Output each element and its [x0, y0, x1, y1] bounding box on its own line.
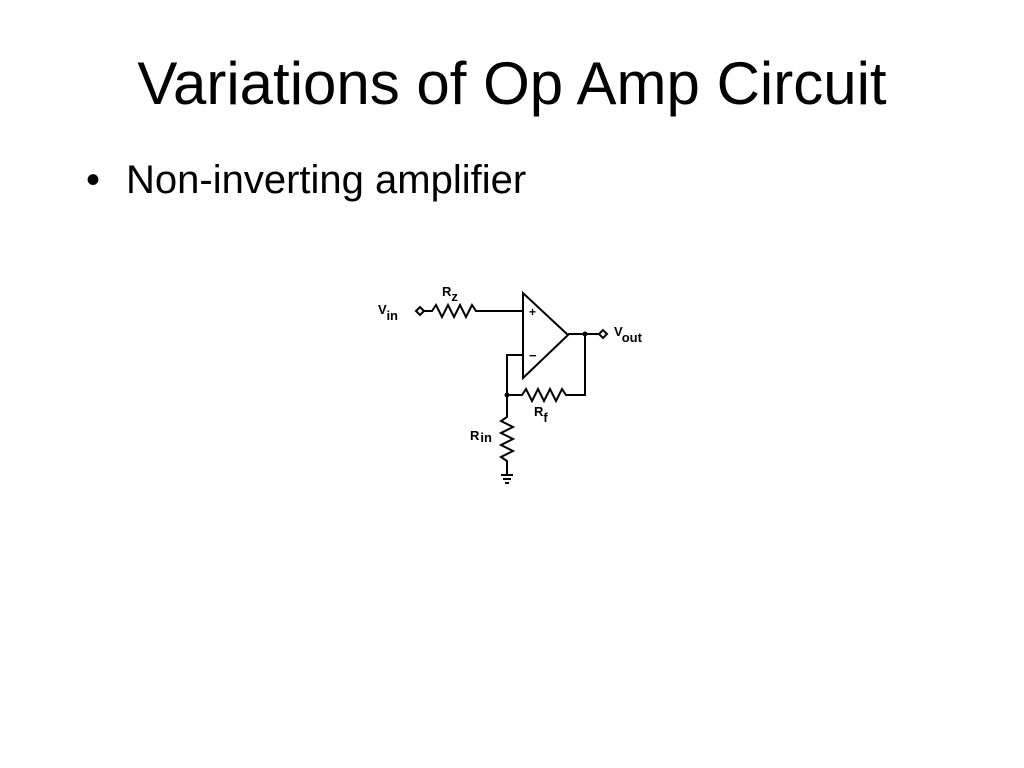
inverting-input-wire: [506, 354, 523, 395]
op-amp-symbol: [522, 290, 570, 381]
bullet-item: • Non-inverting amplifier: [86, 150, 526, 210]
rz-label-main: R: [442, 284, 452, 299]
vin-label-main: V: [378, 302, 387, 317]
rf-resistor: [507, 334, 586, 404]
rf-label: Rf: [534, 404, 548, 425]
ground-icon: [501, 474, 513, 484]
vin-label: Vin: [378, 302, 398, 323]
non-inverting-amplifier-diagram: Vin Rz + − Vout Rf Rin: [378, 284, 643, 484]
rin-resistor: [498, 395, 516, 475]
vin-terminal: [414, 305, 426, 317]
rin-label: Rin: [470, 428, 492, 445]
minus-sign: −: [529, 348, 537, 363]
bullet-marker: •: [86, 158, 101, 202]
rin-label-main: R: [470, 428, 480, 443]
vout-label-sub: out: [622, 330, 643, 345]
rin-label-sub: in: [480, 430, 492, 445]
vout-terminal: [597, 328, 609, 340]
rz-label: Rz: [442, 284, 458, 304]
vout-label-main: V: [614, 324, 623, 339]
plus-sign: +: [529, 305, 536, 319]
rf-label-sub: f: [543, 410, 548, 425]
bullet-text: Non-inverting amplifier: [126, 158, 527, 202]
slide-title: Variations of Op Amp Circuit: [137, 50, 887, 117]
rz-resistor: [424, 302, 523, 320]
bullet-list: • Non-inverting amplifier: [86, 150, 526, 210]
rz-label-sub: z: [451, 289, 458, 304]
rf-label-main: R: [534, 404, 544, 419]
vout-label: Vout: [614, 324, 643, 345]
vin-label-sub: in: [386, 308, 398, 323]
